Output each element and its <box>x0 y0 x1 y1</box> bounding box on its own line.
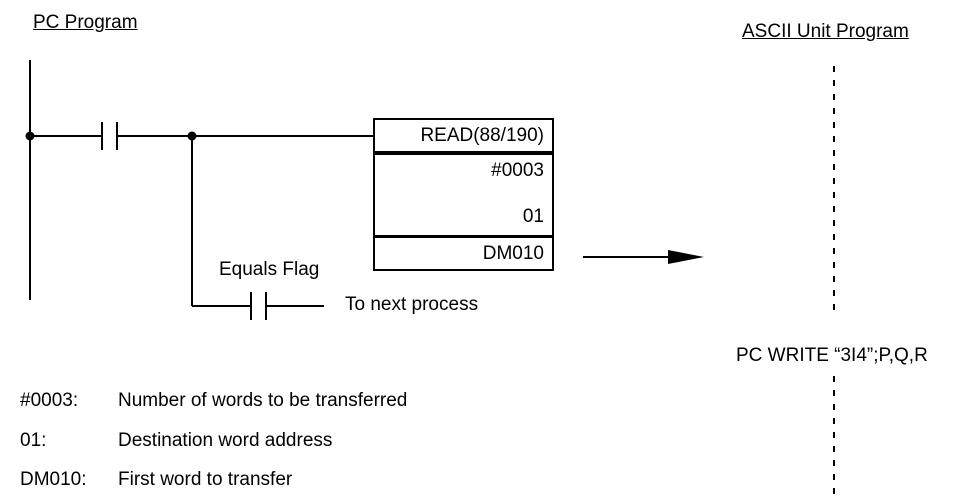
rail-junction-dot <box>25 131 35 141</box>
equals-flag-label: Equals Flag <box>219 259 320 280</box>
legend-item: 01: Destination word address <box>20 430 332 452</box>
legend-key: DM010: <box>20 469 87 490</box>
legend-desc: First word to transfer <box>118 469 293 490</box>
legend-item: #0003: Number of words to be transferred <box>20 390 407 412</box>
legend-key: 01: <box>20 430 47 451</box>
instruction-block-gap <box>373 186 554 201</box>
legend-desc: Destination word address <box>118 430 333 451</box>
instruction-name-cell: READ(88/190) <box>373 118 554 153</box>
operand-cell-destination: 01 <box>373 201 554 237</box>
legend-desc: Number of words to be transferred <box>118 390 408 411</box>
ascii-program-title: ASCII Unit Program <box>742 21 909 42</box>
pc-program-title: PC Program <box>33 12 138 33</box>
operand-cell-first-word: DM010 <box>373 236 554 271</box>
to-next-process-label: To next process <box>345 294 479 315</box>
legend-key: #0003: <box>20 390 79 411</box>
operand-cell-words: #0003 <box>373 153 554 188</box>
pc-write-statement: PC WRITE “3I4”;P,Q,R <box>736 345 928 367</box>
transfer-arrowhead <box>668 250 704 264</box>
legend-item: DM010: First word to transfer <box>20 469 292 491</box>
